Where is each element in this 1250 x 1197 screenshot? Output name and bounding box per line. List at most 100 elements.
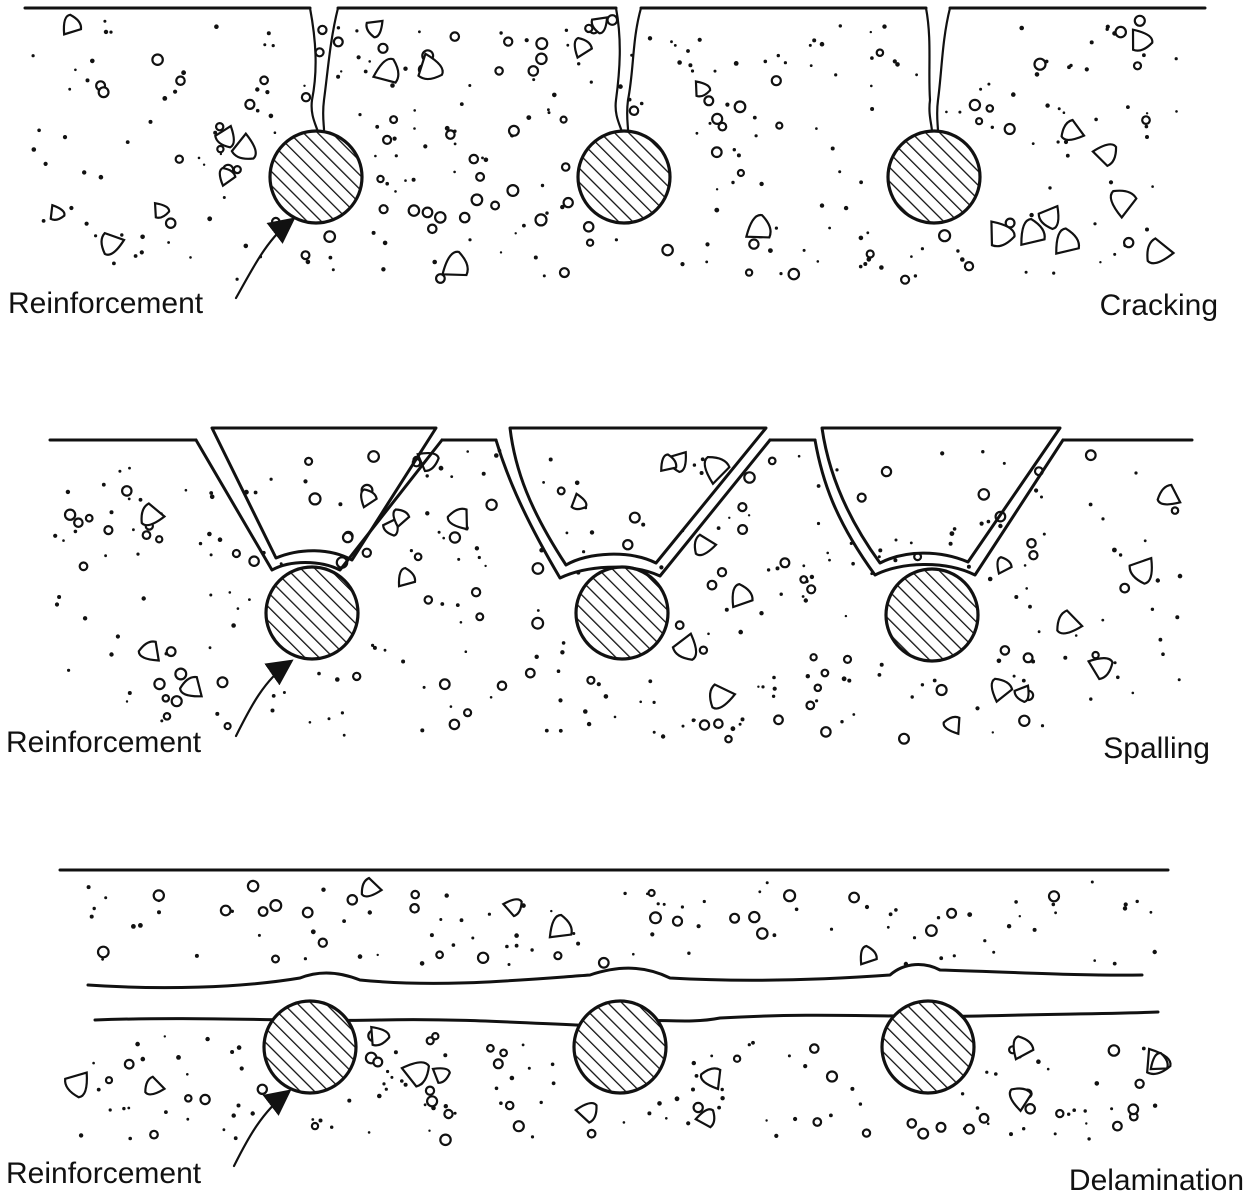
aggregate-pebble — [787, 267, 801, 281]
sand-dot — [413, 127, 416, 130]
aggregate-pebble — [825, 1070, 839, 1083]
aggregate-pebble — [438, 678, 451, 691]
sand-dot — [1011, 92, 1016, 97]
sand-dot — [556, 669, 561, 673]
aggregate-pebble — [806, 584, 817, 595]
sand-dot — [98, 174, 104, 180]
aggregate-pebble — [553, 951, 563, 961]
sand-dot — [374, 154, 377, 158]
sand-dot — [328, 255, 333, 260]
sand-dot — [622, 1121, 626, 1124]
sand-dot — [1177, 573, 1183, 579]
sand-dot — [754, 134, 758, 138]
sand-dot — [382, 1082, 386, 1086]
sand-dot — [819, 41, 825, 47]
aggregate-stone — [590, 16, 609, 35]
sand-dot — [1113, 661, 1117, 665]
sand-dot — [987, 576, 993, 582]
aggregate-pebble — [426, 223, 438, 235]
aggregate-pebble — [78, 561, 89, 572]
sand-dot — [115, 634, 120, 639]
sand-dot — [336, 26, 341, 30]
delamination-plane-upper — [86, 963, 1144, 990]
concrete-aggregate — [53, 448, 1183, 745]
aggregate-pebble — [304, 456, 314, 466]
sand-dot — [794, 907, 799, 912]
sand-dot — [377, 1093, 382, 1099]
aggregate-pebble — [1170, 506, 1180, 515]
sand-dot — [759, 181, 764, 187]
sand-dot — [768, 248, 773, 254]
sand-dot — [356, 55, 361, 60]
aggregate-pebble — [231, 548, 241, 559]
sand-dot — [886, 925, 890, 929]
sand-dot — [439, 918, 443, 921]
sand-dot — [209, 593, 213, 597]
sand-dot — [160, 719, 164, 723]
aggregate-pebble — [985, 104, 995, 113]
aggregate-stone — [144, 1075, 167, 1096]
sand-dot — [355, 29, 359, 33]
sand-dot — [757, 685, 760, 688]
sand-dot — [376, 953, 379, 957]
sand-dot — [440, 602, 445, 606]
sand-dot — [186, 1073, 189, 1076]
sand-dot — [1057, 107, 1061, 111]
sand-dot — [444, 125, 450, 131]
sand-dot — [544, 728, 549, 733]
sand-dot — [687, 951, 691, 955]
sand-dot — [176, 1055, 181, 1060]
sand-dot — [1014, 595, 1019, 599]
sand-dot — [847, 678, 852, 683]
sand-dot — [392, 136, 397, 141]
sand-dot — [1002, 461, 1006, 465]
sand-dot — [1034, 488, 1039, 493]
aggregate-stone — [100, 231, 126, 256]
aggregate-pebble — [431, 1031, 440, 1041]
aggregate-pebble — [490, 200, 501, 211]
sand-dot — [335, 677, 340, 682]
sand-dot — [826, 551, 829, 555]
aggregate-stone — [731, 582, 754, 609]
spalled-fragment — [820, 426, 1062, 565]
sand-dot — [499, 251, 503, 254]
sand-dot — [303, 84, 306, 88]
sand-dot — [202, 163, 206, 166]
pointer-arrow — [232, 1089, 292, 1168]
aggregate-pebble — [606, 14, 619, 26]
sand-dot — [752, 115, 757, 120]
sand-dot — [1052, 271, 1056, 275]
aggregate-pebble — [1091, 650, 1100, 660]
sand-dot — [975, 706, 980, 711]
sand-dot — [207, 531, 212, 537]
sand-dot — [960, 1092, 965, 1096]
aggregate-stone — [990, 677, 1014, 704]
aggregate-pebble — [382, 134, 393, 145]
sand-dot — [697, 37, 702, 42]
aggregate-pebble — [534, 213, 548, 227]
sand-dot — [1009, 1132, 1013, 1137]
aggregate-stone — [1128, 556, 1153, 585]
sand-dot — [1126, 105, 1130, 109]
aggregate-stone — [446, 507, 469, 531]
sand-dot — [641, 522, 646, 527]
sand-dot — [747, 1043, 751, 1047]
aggregate-pebble — [737, 502, 748, 513]
sand-dot — [330, 1125, 334, 1129]
sand-dot — [1028, 604, 1032, 609]
aggregate-pebble — [300, 250, 311, 261]
aggregate-pebble — [439, 1133, 452, 1147]
sand-dot — [209, 491, 214, 495]
aggregate-pebble — [535, 37, 549, 51]
aggregate-stone — [371, 57, 400, 84]
sand-dot — [1152, 1103, 1158, 1108]
aggregate-pebble — [743, 471, 756, 484]
sand-dot — [870, 84, 873, 88]
sand-dot — [367, 910, 372, 915]
sand-dot — [1099, 261, 1102, 264]
aggregate-stone — [416, 451, 440, 473]
sand-dot — [90, 58, 95, 64]
sand-dot — [236, 607, 240, 610]
aggregate-pebble — [97, 86, 110, 99]
aggregate-stone — [548, 913, 573, 939]
